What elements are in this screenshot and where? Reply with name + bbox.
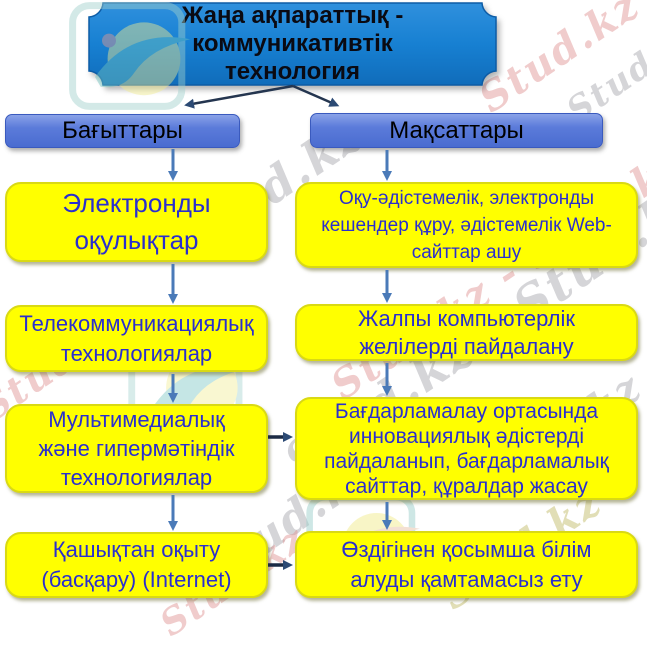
arrow-banner-to-goals (292, 84, 340, 107)
right-box-3-label: Бағдарламалау ортасында инновациялық әді… (324, 399, 609, 498)
title-banner: Жаңа ақпараттық - коммуникативтік технол… (88, 2, 497, 86)
connector-arrows (168, 84, 392, 570)
horizontal-cross-arrows (268, 432, 293, 570)
left-box-electronic-textbooks: Электронды оқулықтар (5, 182, 268, 262)
header-directions-label: Бағыттары (62, 117, 183, 144)
right-box-methodical-complexes: Оқу-әдістемелік, электронды кешендер құр… (295, 182, 638, 268)
banner-plaque-shape (88, 2, 497, 86)
arrow-banner-to-directions (184, 84, 294, 109)
left-box-1-label: Электронды оқулықтар (62, 188, 211, 255)
left-box-telecom-technologies: Телекоммуникациялық технологиялар (5, 305, 268, 372)
left-box-3-label: Мультимедиалық және гипермәтіндік технол… (38, 407, 235, 490)
left-box-2-label: Телекоммуникациялық технологиялар (19, 310, 254, 366)
watermark-text: Stud.kz - Stud.kz (559, 0, 647, 131)
header-directions: Бағыттары (5, 114, 240, 148)
title-line-2: коммуникативтік (192, 30, 393, 57)
watermark-text: Stud.kz - Stud.kz (322, 138, 647, 410)
right-box-computer-networks: Жалпы компьютерлік желілерді пайдалану (295, 304, 638, 361)
header-goals-label: Мақсаттары (389, 116, 524, 144)
right-box-4-label: Өздігінен қосымша білім алуды қамтамасыз… (341, 536, 592, 592)
title-line-3: технология (224, 58, 361, 85)
right-box-self-education: Өздігінен қосымша білім алуды қамтамасыз… (295, 531, 638, 598)
left-box-multimedia-hypertext: Мультимедиалық және гипермәтіндік технол… (5, 404, 268, 493)
header-goals: Мақсаттары (310, 113, 603, 148)
left-box-4-label: Қашықтан оқыту (басқару) (Internet) (41, 537, 232, 592)
right-box-2-label: Жалпы компьютерлік желілерді пайдалану (358, 305, 575, 359)
title-line-1: Жаңа ақпараттық - (181, 2, 404, 29)
right-box-1-label: Оқу-әдістемелік, электронды кешендер құр… (321, 187, 612, 263)
diagram-title: Жаңа ақпараттық - коммуникативтік технол… (88, 2, 497, 86)
left-box-distance-learning: Қашықтан оқыту (басқару) (Internet) (5, 532, 268, 598)
banner-split-arrows (184, 84, 340, 109)
right-box-programming-environment: Бағдарламалау ортасында инновациялық әді… (295, 397, 638, 500)
